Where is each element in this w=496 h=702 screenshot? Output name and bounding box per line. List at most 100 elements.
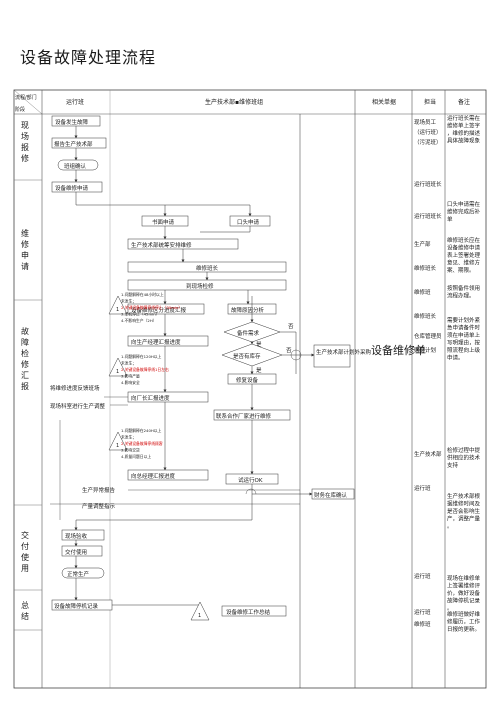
stage-label-3-char: 使 (21, 552, 29, 562)
owner-item: 运行班班长 (414, 180, 442, 188)
stage-label-0-char: 现 (21, 121, 29, 130)
shift-section-feedback: 现场科室进行生产调整 (50, 402, 106, 410)
label-yes-2: 是 (256, 367, 262, 374)
remark-line: 维修班长应在 (447, 236, 481, 244)
stage-label-1-char: 维 (21, 228, 29, 238)
remark-line: 故障停机记录 (447, 597, 481, 605)
note-1-line: 4.影响安全 (121, 380, 140, 385)
stage-label-3-char: 付 (21, 541, 29, 551)
remark-line: 现场在维修单 (447, 574, 481, 582)
remark-line: 须在申请单上 (447, 331, 481, 339)
node-verbal-request: 口头申请 (237, 218, 260, 226)
owner-item: （污泥班） (414, 138, 442, 146)
node-site-repair: 到现场检修 (186, 282, 214, 290)
note-0-line: 4.不影响生产（2H） (121, 318, 156, 323)
stage-label-0-char: 修 (21, 153, 29, 163)
node-repair-team-leader: 维修班长 (196, 264, 219, 272)
owner-item: 运行班 (414, 608, 431, 616)
remark-line: 日报的更新。 (447, 625, 480, 633)
owner-item: 生产部 (414, 240, 431, 248)
owner-item: 维修班 (414, 288, 431, 296)
owner-column: 现场员工（运行班）（污泥班）运行班班长运行班班长生产部维修班长维修班维修班长仓库… (414, 118, 442, 628)
node-tech-assign: 生产技术部统筹安排维修 (131, 241, 192, 249)
note-2-line: 未发生； (121, 435, 136, 440)
star-2: 1 (116, 369, 119, 375)
stage-label-4-char: 总 (21, 600, 29, 610)
note-1-line: 3.影响产量 (121, 374, 140, 379)
node-general-report: 向总经理汇报进度 (131, 472, 176, 480)
node-fault-found: 设备发生故障 (55, 118, 89, 126)
remark-line: 。 (447, 606, 453, 612)
owner-item: 仓库管理员 (414, 332, 442, 340)
node-fault-analysis: 故障原因分析 (231, 306, 265, 314)
production-report: 生产异常报告 (82, 486, 116, 494)
note-2-line: 3.影响交货 (121, 448, 140, 453)
stage-label-2-char: 检 (21, 348, 29, 358)
node-spare-parts: 备件需求 (237, 329, 260, 337)
note-0-line: 未发生； (121, 299, 136, 304)
remark-line: 照流程向上级 (447, 346, 481, 354)
node-finance-confirm: 财务在库确认 (314, 491, 348, 499)
remark-line: 上签署维修评 (447, 582, 481, 590)
owner-item: 维修班长 (414, 312, 437, 320)
page-title: 设备故障处理流程 (20, 48, 157, 67)
header-corner-bottom: 阶段 (15, 106, 25, 113)
node-report-tech: 报告生产技术部 (54, 140, 93, 148)
label-no-2: 否 (286, 347, 292, 354)
note-0-line: 1.问题解释在48小时以上 (121, 292, 164, 297)
owner-item: 运行班 (414, 572, 431, 580)
remark-line: 是否会影响生 (447, 507, 481, 515)
note-1-line: 未发生； (121, 361, 136, 366)
stage-label-3-char: 用 (21, 564, 29, 573)
node-normal-production: 正常生产 (67, 570, 90, 578)
node-handover: 交付使用 (65, 548, 87, 556)
remark-line: 据维修时间及 (447, 500, 481, 508)
owner-item: 运行班 (414, 484, 431, 492)
stage-label-1-char: 申 (21, 250, 29, 260)
owner-item: 维修班 (414, 620, 431, 628)
remark-line: 写明理由，按 (447, 339, 481, 347)
stage-label-0-char: 报 (21, 142, 29, 152)
remark-line: 按照备件领用 (447, 284, 480, 292)
remark-line: 表上签署处理 (447, 251, 481, 259)
remark-line: 需要计划外紧 (447, 316, 481, 324)
stage-label-2-char: 报 (21, 381, 29, 391)
node-progress-report: 设备维修区分进度汇报 (131, 306, 187, 314)
remark-line: 口头申请需在 (447, 200, 481, 208)
node-in-stock: 是否有库存 (233, 352, 261, 360)
remark-line: 维修班做好维 (447, 610, 481, 618)
stage-label-1-char: 请 (21, 261, 29, 271)
note-0-line: 2.关键设备故障停线停止（30min） (121, 305, 182, 310)
note-1-line: 1.问题解释在120H以上 (121, 354, 162, 359)
note-1-line: 2.关键设备故障停线1日左右 (121, 367, 169, 372)
node-summary: 设备维修工作总结 (226, 608, 271, 616)
node-site-acceptance: 现场验收 (65, 532, 88, 540)
label-no-1: 否 (288, 323, 294, 330)
progress-feedback: 将维修进度反馈班场 (50, 384, 100, 392)
header-remarks: 备注 (458, 98, 470, 106)
remark-line: 运行班长需在 (447, 114, 481, 122)
note-2-line: 2.关键设备故障停线顾客 (121, 441, 163, 446)
header-operations: 运行班 (66, 98, 84, 106)
owner-item: 现场员工 (414, 118, 437, 126)
label-yes-1: 是 (256, 341, 262, 348)
node-contact-partner: 联系合作厂家进行维修 (216, 412, 272, 420)
star-4: 1 (198, 613, 201, 619)
owner-item: 运行班班长 (414, 212, 442, 220)
star-1: 1 (116, 307, 119, 313)
owner-item: 生产技术部 (414, 450, 442, 458)
star-3: 1 (116, 443, 119, 449)
owner-item: （运行班） (414, 128, 442, 136)
remark-line: 维修单上签字 (447, 122, 481, 130)
header-docs: 相关单据 (372, 98, 396, 106)
remark-line: 产，调整产量 (447, 515, 481, 523)
remark-line: 流程办理。 (447, 292, 475, 300)
remark-line: 急申请备件时 (447, 324, 481, 332)
criteria-notes: 1.问题解释在48小时以上未发生；2.关键设备故障停线停止（30min）3.单机… (121, 292, 182, 459)
node-production-plan: 生产技术部计划外采购 (316, 348, 372, 356)
node-trial-run: 试运行OK (238, 476, 263, 484)
stage-label-1-char: 修 (21, 239, 29, 249)
remark-line: ，维修的描述 (447, 129, 481, 137)
